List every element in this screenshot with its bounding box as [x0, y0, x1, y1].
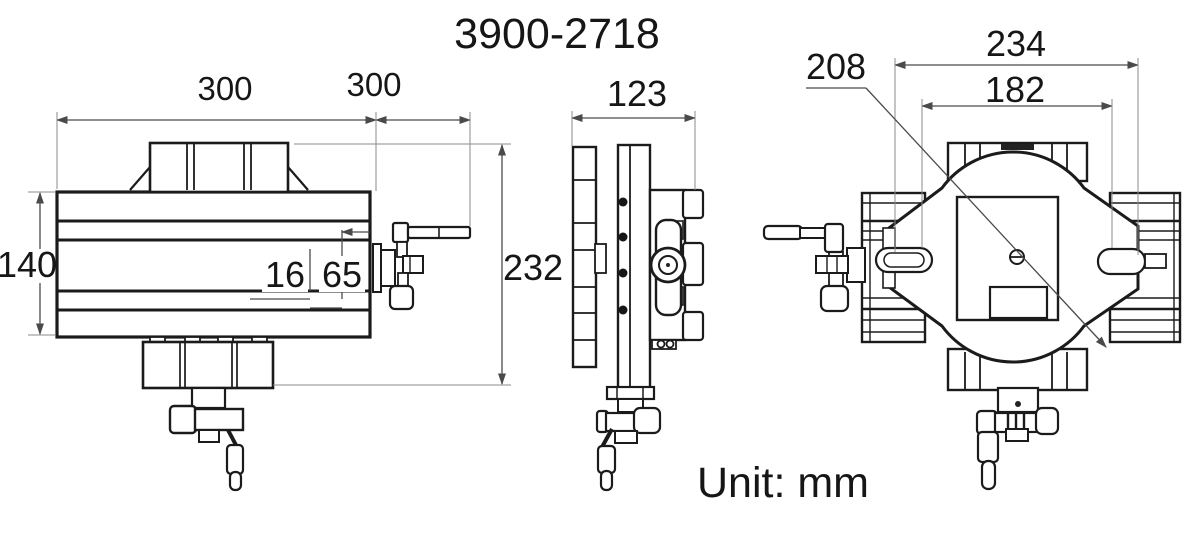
side-foot-lines — [616, 387, 644, 399]
front-lever-arm — [225, 443, 245, 476]
dim-label-overall-width: 234 — [986, 23, 1046, 64]
side-screw-head — [656, 339, 666, 349]
top-slot-opening — [1001, 144, 1034, 150]
label-backing — [3, 249, 51, 283]
front-table-slot-lines — [57, 219, 370, 312]
handle-hex-nut — [614, 430, 638, 444]
crank-knob — [388, 284, 415, 311]
front-top-slide-block — [148, 141, 290, 194]
extension-lines-234 — [894, 58, 1139, 255]
front-lower-slide — [141, 336, 275, 492]
handle-grip — [762, 224, 804, 241]
side-bolt-dot — [618, 232, 628, 242]
dim-label-table-width: 300 — [197, 70, 252, 107]
side-saddle-plate — [616, 143, 652, 392]
side-t-rail-tooth — [681, 310, 705, 342]
side-t-rail-tooth — [681, 188, 705, 220]
top-lower-block-lines — [964, 352, 1068, 390]
side-screw-head — [665, 339, 675, 349]
dim-label-travel: 300 — [346, 66, 401, 103]
front-bottom-hex-nut — [198, 429, 220, 443]
label-backing — [262, 256, 308, 292]
handle-hex-nut — [1005, 428, 1029, 442]
side-table-step — [594, 243, 607, 274]
front-top-block-slot-lines — [186, 143, 252, 190]
crank-shaft-lower — [397, 272, 409, 287]
right-clamp-slot-extension — [1144, 253, 1167, 269]
front-bracket-housing — [380, 249, 396, 287]
handle-knob — [632, 406, 662, 435]
extension-lines-182 — [921, 99, 1113, 248]
lever-arm — [596, 444, 617, 475]
handle-arm — [799, 227, 829, 239]
dim-label-swivel-base: 208 — [806, 46, 866, 87]
extension-ticks-140 — [28, 191, 55, 336]
side-bolt-dot — [618, 197, 628, 207]
side-bolt-dot — [618, 268, 628, 278]
front-bracket-plate — [372, 243, 382, 293]
neck-screw-dot — [1015, 401, 1021, 407]
side-foot-bar — [605, 385, 656, 401]
top-plate-pocket — [988, 285, 1049, 320]
handle-knob — [819, 284, 850, 313]
extension-lines-232 — [273, 143, 511, 386]
side-leadscrew-center — [666, 263, 670, 267]
top-right-rail-lines — [1110, 202, 1180, 333]
front-base-slot-lines — [179, 342, 238, 388]
front-bottom-neck — [190, 386, 227, 410]
handle-mount-plate — [846, 247, 866, 283]
crank-hub — [391, 221, 410, 244]
side-view: 123 — [570, 73, 705, 492]
dim-label-height: 140 — [0, 244, 57, 285]
handle-knob — [1034, 406, 1060, 436]
lever-grip — [980, 459, 997, 491]
t-slot-callout-lines — [250, 298, 342, 309]
crank-shaft-upper — [396, 241, 408, 258]
dim-label-inner-width: 182 — [985, 69, 1045, 110]
front-bottom-hub-cap — [168, 404, 198, 435]
lever-link — [600, 428, 614, 448]
lever-arm — [976, 430, 1000, 464]
side-table-segment-lines — [573, 179, 596, 341]
front-bottom-cylinder — [193, 407, 245, 432]
side-bolt-dot — [618, 305, 628, 315]
unit-label: Unit: mm — [697, 459, 869, 507]
handle-hex-nut — [815, 255, 849, 274]
crank-hex-nut — [402, 255, 424, 274]
front-right-crank-handle — [388, 221, 472, 311]
label-backing — [319, 256, 365, 292]
side-bottom-handle — [595, 406, 662, 492]
dim-label-depth: 123 — [607, 73, 667, 114]
front-table-body — [55, 190, 372, 339]
top-left-crank-handle — [762, 222, 866, 313]
front-lever-grip — [228, 470, 243, 492]
extension-lines-123 — [571, 111, 696, 190]
lever-grip — [599, 469, 614, 492]
handle-hub — [823, 222, 845, 254]
drawing-title: 3900-2718 — [454, 10, 660, 58]
front-view: 16 65 300 300 140 232 — [0, 66, 563, 492]
front-base-block — [141, 340, 275, 390]
leader-line-208 — [865, 87, 1107, 348]
dim-label-overall-height: 232 — [503, 247, 563, 288]
top-view: 234 182 208 — [762, 23, 1182, 491]
left-clamp-slot-inner — [883, 252, 925, 268]
hex-facet-lines — [826, 256, 838, 273]
extension-lines-top — [56, 112, 471, 226]
dim-label-slot-width: 16 — [265, 254, 305, 295]
top-table-plate — [955, 195, 1060, 322]
bottom-neck — [996, 386, 1040, 414]
left-clamp-slot — [874, 246, 934, 274]
dim-label-slot-pitch: 65 — [322, 254, 362, 295]
top-bottom-handle — [975, 386, 1060, 491]
front-gusset-ribs — [129, 166, 309, 191]
